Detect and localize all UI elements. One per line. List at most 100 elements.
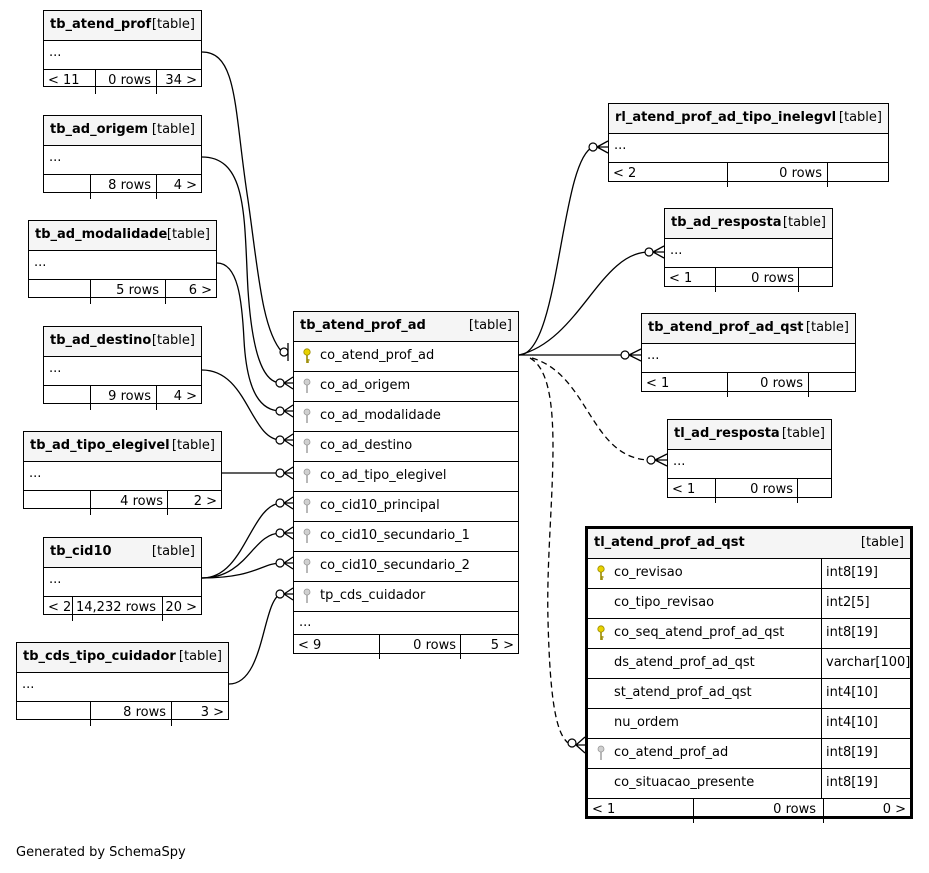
children-count[interactable]: 4 > [173, 178, 197, 193]
row-count: 0 rows [108, 73, 151, 88]
ellipsis-row: ... [29, 251, 216, 280]
table-header: tb_ad_tipo_elegivel [table] [24, 432, 221, 462]
children-count[interactable]: 20 > [165, 600, 197, 615]
edge-tb-ad-resposta [518, 251, 650, 356]
row-count: 5 rows [116, 283, 159, 298]
edge-tl-ad-resposta [531, 357, 652, 461]
children-count[interactable]: 4 > [173, 389, 197, 404]
column-name: tp_cds_cuidador [320, 588, 426, 603]
row-count: 4 rows [120, 494, 163, 509]
column-row[interactable]: st_atend_prof_ad_qst int4[10] [588, 679, 910, 709]
ellipsis-row: ... [44, 146, 201, 175]
table-tb-ad-tipo-elegivel[interactable]: tb_ad_tipo_elegivel [table] ... 4 rows 2… [23, 431, 222, 515]
parents-count[interactable]: < 11 [48, 73, 80, 88]
children-count[interactable]: 0 > [882, 802, 906, 817]
column-name: co_situacao_presente [614, 775, 755, 790]
table-name: tb_cds_tipo_cuidador [23, 649, 176, 664]
table-tl-ad-resposta[interactable]: tl_ad_resposta [table] ... < 1 0 rows [667, 419, 832, 503]
column-type: int8[19] [821, 739, 910, 768]
row-count: 0 rows [773, 802, 816, 817]
table-kind: [table] [781, 426, 825, 441]
table-name: tl_atend_prof_ad_qst [594, 535, 745, 550]
table-header: tb_ad_resposta [table] [665, 209, 832, 239]
table-name: rl_atend_prof_ad_tipo_inelegvl [615, 110, 837, 125]
column-name: co_atend_prof_ad [614, 745, 729, 760]
parents-count[interactable]: < 9 [298, 638, 322, 653]
table-tb-ad-modalidade[interactable]: tb_ad_modalidade [table] ... 5 rows 6 > [28, 220, 217, 304]
column-row[interactable]: co_cid10_secundario_1 [294, 522, 518, 552]
table-kind: [table] [151, 333, 195, 348]
column-row[interactable]: co_situacao_presente int8[19] [588, 769, 910, 799]
column-row[interactable]: co_atend_prof_ad [294, 342, 518, 372]
column-type: int2[5] [821, 589, 910, 618]
table-footer: < 2 0 rows [609, 163, 888, 187]
ellipsis-row: ... [668, 450, 831, 479]
column-row[interactable]: co_ad_modalidade [294, 402, 518, 432]
column-row[interactable]: co_cid10_secundario_2 [294, 552, 518, 582]
table-footer: < 9 0 rows 5 > [294, 635, 518, 659]
children-count[interactable]: 34 > [165, 73, 197, 88]
parents-count[interactable]: < 2 [48, 600, 72, 615]
table-name: tb_atend_prof_ad [300, 318, 426, 333]
column-row[interactable]: co_atend_prof_ad int8[19] [588, 739, 910, 769]
primary-key-icon [597, 625, 605, 640]
column-name: co_ad_origem [320, 378, 411, 393]
ellipsis-row: ... [642, 344, 855, 373]
table-kind: [table] [178, 649, 222, 664]
column-row[interactable]: co_ad_origem [294, 372, 518, 402]
column-name: st_atend_prof_ad_qst [614, 685, 752, 700]
children-count[interactable]: 3 > [200, 705, 224, 720]
table-kind: [table] [805, 320, 849, 335]
column-type: int8[19] [821, 769, 910, 798]
table-tb-atend-prof-ad-qst[interactable]: tb_atend_prof_ad_qst [table] ... < 1 0 r… [641, 313, 856, 397]
table-tb-cid10[interactable]: tb_cid10 [table] ... < 2 14,232 rows 20 … [43, 537, 202, 621]
column-row[interactable]: ds_atend_prof_ad_qst varchar[100] [588, 649, 910, 679]
table-tl-atend-prof-ad-qst[interactable]: tl_atend_prof_ad_qst [table] co_revisao … [585, 526, 913, 823]
table-tb-ad-resposta[interactable]: tb_ad_resposta [table] ... < 1 0 rows [664, 208, 833, 292]
table-kind: [table] [166, 227, 210, 242]
table-header: rl_atend_prof_ad_tipo_inelegvl [table] [609, 104, 888, 134]
children-count[interactable]: 6 > [188, 283, 212, 298]
edge-rl-inelegvl [518, 146, 594, 356]
table-rl-atend-prof-ad-tipo-inelegvl[interactable]: rl_atend_prof_ad_tipo_inelegvl [table] .… [608, 103, 889, 187]
table-tb-cds-tipo-cuidador[interactable]: tb_cds_tipo_cuidador [table] ... 8 rows … [16, 642, 229, 726]
column-row[interactable]: co_seq_atend_prof_ad_qst int8[19] [588, 619, 910, 649]
row-count: 0 rows [413, 638, 456, 653]
parents-count[interactable]: < 1 [646, 376, 670, 391]
parents-count[interactable]: < 1 [669, 271, 693, 286]
children-count[interactable]: 5 > [490, 638, 514, 653]
column-row[interactable]: co_ad_tipo_elegivel [294, 462, 518, 492]
column-name: ds_atend_prof_ad_qst [614, 655, 755, 670]
row-count: 9 rows [108, 389, 151, 404]
table-tb-ad-destino[interactable]: tb_ad_destino [table] ... 9 rows 4 > [43, 326, 202, 410]
table-footer: < 1 0 rows [665, 268, 832, 292]
row-count: 0 rows [779, 166, 822, 181]
table-kind: [table] [171, 438, 215, 453]
children-count[interactable]: 2 > [193, 494, 217, 509]
foreign-key-icon [303, 528, 311, 543]
edge-tl-atend-prof-ad-qst [529, 357, 573, 746]
table-tb-ad-origem[interactable]: tb_ad_origem [table] ... 8 rows 4 > [43, 115, 202, 199]
table-header: tb_cid10 [table] [44, 538, 201, 568]
column-row[interactable]: co_revisao int8[19] [588, 559, 910, 589]
column-row[interactable]: co_tipo_revisao int2[5] [588, 589, 910, 619]
table-header: tb_ad_destino [table] [44, 327, 201, 357]
table-footer: 8 rows 4 > [44, 175, 201, 199]
parents-count[interactable]: < 1 [592, 802, 616, 817]
foreign-key-icon [303, 438, 311, 453]
table-tb-atend-prof-ad[interactable]: tb_atend_prof_ad [table] co_atend_prof_a… [293, 311, 519, 659]
column-row[interactable]: co_cid10_principal [294, 492, 518, 522]
column-row[interactable]: tp_cds_cuidador [294, 582, 518, 612]
column-type: int8[19] [821, 559, 910, 588]
foreign-key-icon [597, 745, 605, 760]
parents-count[interactable]: < 1 [672, 482, 696, 497]
column-row[interactable]: nu_ordem int4[10] [588, 709, 910, 739]
table-footer: 9 rows 4 > [44, 386, 201, 410]
table-name: tl_ad_resposta [674, 426, 780, 441]
ellipsis-row: ... [294, 612, 518, 635]
parents-count[interactable]: < 2 [613, 166, 637, 181]
column-name: co_ad_destino [320, 438, 413, 453]
table-footer: < 1 0 rows 0 > [588, 799, 910, 823]
column-row[interactable]: co_ad_destino [294, 432, 518, 462]
table-tb-atend-prof[interactable]: tb_atend_prof [table] ... < 11 0 rows 34… [43, 10, 202, 94]
